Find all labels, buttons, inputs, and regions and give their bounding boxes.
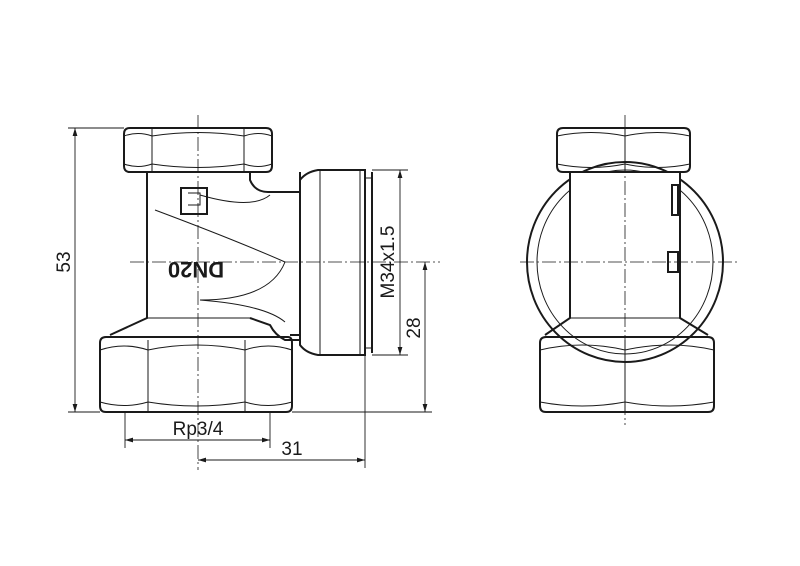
side-view: DN20 53: [54, 115, 440, 470]
dimension-m34-label: M34x1.5: [378, 226, 399, 299]
front-bottom-hex-nut: [539, 336, 715, 413]
dimension-28-label: 28: [404, 317, 425, 338]
dimension-31-label: 31: [281, 439, 302, 460]
dn20-marking: DN20: [168, 257, 224, 282]
front-top-hex-nut: [556, 127, 691, 173]
dimension-28: 28: [292, 262, 432, 413]
outlet-union: [299, 169, 373, 356]
dimension-rp34: Rp3/4: [124, 412, 271, 448]
dimension-53-label: 53: [54, 251, 75, 272]
front-view: [520, 115, 740, 425]
bottom-hex-nut: [99, 336, 293, 413]
dimension-31: 31: [198, 355, 366, 468]
dimension-rp34-label: Rp3/4: [173, 419, 224, 440]
dimension-m34: M34x1.5: [372, 169, 408, 356]
valve-body: DN20: [109, 172, 301, 341]
dimension-53: 53: [54, 127, 124, 413]
